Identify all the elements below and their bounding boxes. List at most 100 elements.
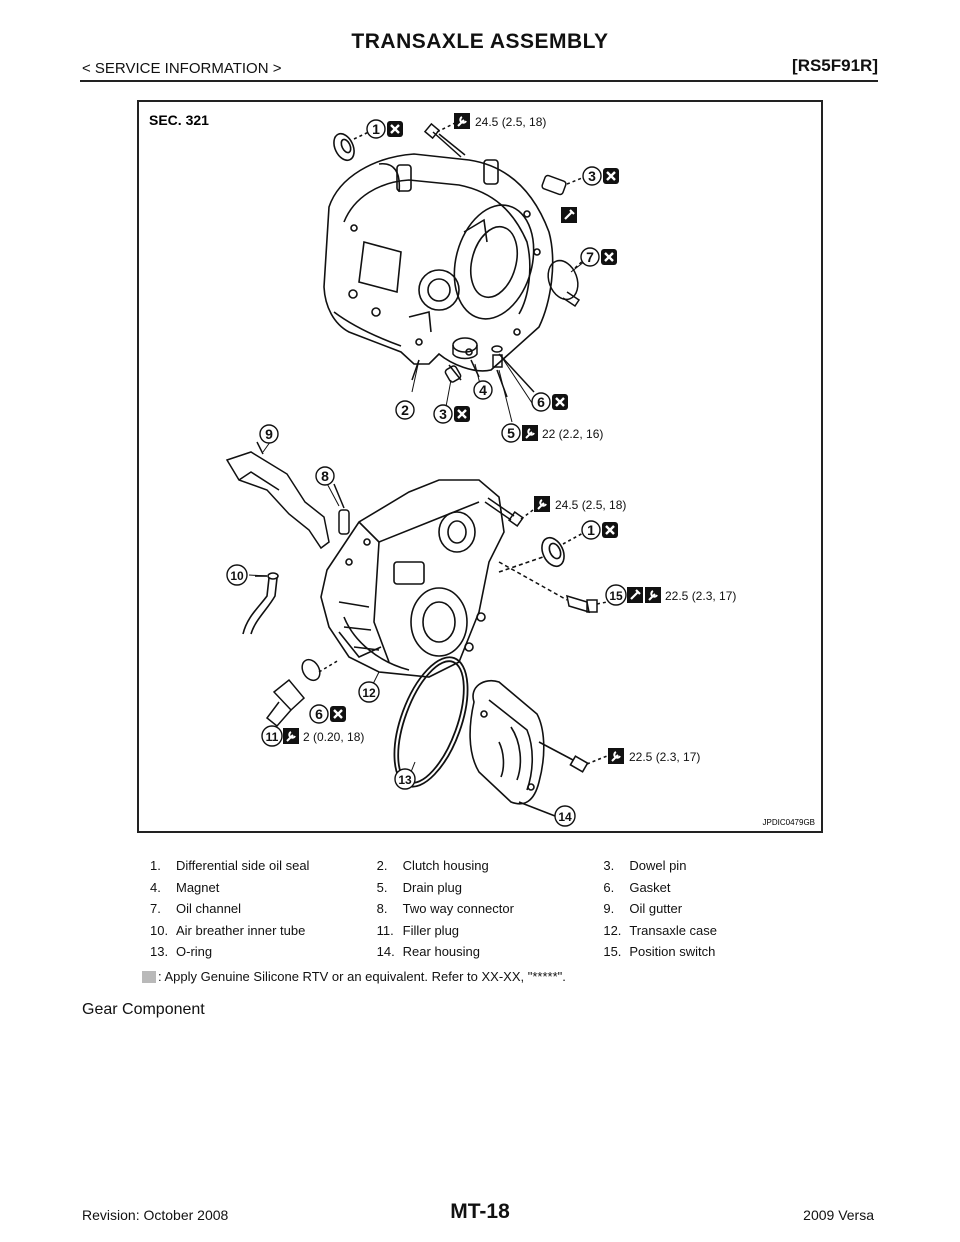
torque-icon: [282, 727, 300, 745]
legend-item: 7.Oil channel: [150, 901, 242, 917]
svg-text:14: 14: [558, 810, 572, 824]
clutch-housing-drawing: [323, 153, 554, 372]
sec-label: SEC. 321: [149, 112, 209, 128]
svg-text:13: 13: [398, 773, 412, 787]
svg-text:1: 1: [587, 522, 595, 538]
dowel-top: [541, 174, 588, 196]
torque-5: 22 (2.2, 16): [542, 427, 603, 441]
callout-1-top: 1: [366, 119, 405, 139]
oil-gutter: [225, 441, 330, 550]
svg-text:1: 1: [372, 121, 380, 137]
callout-6-top: 6: [531, 392, 570, 412]
callout-8: 8: [315, 466, 335, 486]
replace-icon: [328, 704, 348, 724]
legend-item: 9.Oil gutter: [603, 901, 683, 917]
svg-text:11: 11: [266, 730, 279, 744]
callout-3-top: 3: [582, 166, 621, 186]
callout-12: 12: [358, 681, 380, 703]
svg-text:8: 8: [321, 468, 329, 484]
legend-item: 1.Differential side oil seal: [150, 858, 310, 874]
replace-icon: [601, 166, 621, 186]
replace-icon: [600, 520, 620, 540]
callout-1-middle: 1: [581, 520, 620, 540]
callout-15: 15: [605, 584, 662, 606]
torque-icon: [533, 495, 551, 513]
torque-bolt: 24.5 (2.5, 18): [555, 498, 626, 512]
svg-text:10: 10: [230, 569, 244, 583]
callout-2: 2: [395, 400, 415, 420]
svg-text:7: 7: [586, 249, 594, 265]
header-rule: [80, 80, 878, 82]
revision-text: Revision: October 2008: [82, 1207, 229, 1223]
torque-icon: [453, 112, 471, 130]
replace-icon: [452, 404, 472, 424]
svg-text:4: 4: [479, 382, 487, 398]
filler-plug: [265, 658, 340, 728]
svg-text:3: 3: [588, 168, 596, 184]
legend-item: 8.Two way connector: [376, 901, 514, 917]
replace-icon: [385, 119, 405, 139]
callout-3-bottom: 3: [433, 404, 472, 424]
leader-lines: [248, 257, 590, 783]
torque-14: 22.5 (2.3, 17): [629, 750, 700, 764]
callout-5: 5: [501, 423, 539, 443]
replace-icon: [550, 392, 570, 412]
transaxle-case-drawing: [320, 479, 505, 678]
sealant-icon: [559, 205, 579, 225]
legend-item: 3.Dowel pin: [603, 858, 687, 874]
oil-seal-middle: [498, 531, 586, 573]
legend-item: 6.Gasket: [603, 879, 671, 895]
legend-item: 5.Drain plug: [376, 879, 462, 895]
legend-row: 7.Oil channel 8.Two way connector 9.Oil …: [150, 898, 830, 920]
torque-11: 2 (0.20, 18): [303, 730, 364, 744]
legend-item: 2.Clutch housing: [376, 858, 489, 874]
legend-item: 13.O-ring: [150, 944, 213, 960]
two-way-connector: [333, 483, 350, 535]
page-number: MT-18: [450, 1200, 510, 1223]
legend-row: 4.Magnet 5.Drain plug 6.Gasket: [150, 877, 830, 899]
section-label: < SERVICE INFORMATION >: [82, 60, 282, 77]
legend-row: 1.Differential side oil seal 2.Clutch ho…: [150, 855, 830, 877]
position-switch: [498, 561, 608, 614]
callout-labels: 1 3 7 4 6: [226, 119, 662, 827]
legend-item: 14.Rear housing: [376, 944, 480, 960]
torque-icon: [607, 747, 625, 765]
legend-item: 4.Magnet: [150, 879, 220, 895]
page-title: TRANSAXLE ASSEMBLY: [351, 30, 609, 53]
callout-7: 7: [580, 247, 619, 267]
model-code: [RS5F91R]: [792, 56, 878, 75]
figure-id: JPDIC0479GB: [763, 818, 815, 827]
callout-10: 10: [226, 564, 248, 586]
svg-text:9: 9: [265, 426, 273, 442]
svg-text:15: 15: [609, 589, 623, 603]
callout-14: 14: [554, 805, 576, 827]
callout-9: 9: [259, 424, 279, 444]
sealant-note: : Apply Genuine Silicone RTV or an equiv…: [142, 969, 566, 984]
legend-item: 10.Air breather inner tube: [150, 922, 306, 938]
diagram-canvas: SEC. 321: [149, 112, 815, 827]
callout-6-bottom: 6: [309, 704, 348, 724]
legend-item: 15.Position switch: [603, 944, 716, 960]
air-breather-tube: [242, 572, 279, 635]
torque-specs: 24.5 (2.5, 18) 22 (2.2, 16) 24.5 (2.5, 1…: [303, 112, 736, 765]
torque-1: 24.5 (2.5, 18): [475, 115, 546, 129]
callout-4: 4: [473, 380, 493, 400]
torque-icon: [644, 586, 662, 604]
oil-channel: [547, 257, 587, 308]
svg-text:2: 2: [401, 402, 409, 418]
callout-13: 13: [394, 768, 416, 790]
parts-legend: 1.Differential side oil seal 2.Clutch ho…: [150, 855, 830, 963]
svg-text:3: 3: [439, 406, 447, 422]
sealant-swatch-icon: [142, 970, 156, 983]
legend-item: 11.Filler plug: [376, 922, 460, 938]
svg-text:6: 6: [537, 394, 545, 410]
bolt-middle: [484, 497, 538, 528]
legend-row: 13.O-ring 14.Rear housing 15.Position sw…: [150, 941, 830, 963]
legend-item: 12.Transaxle case: [603, 922, 718, 938]
rear-housing-drawing: [469, 680, 608, 817]
vehicle-text: 2009 Versa: [803, 1207, 874, 1223]
svg-text:5: 5: [507, 425, 515, 441]
callout-11: 11: [261, 725, 300, 747]
svg-text:6: 6: [315, 706, 323, 722]
bolt-top: [423, 121, 466, 158]
